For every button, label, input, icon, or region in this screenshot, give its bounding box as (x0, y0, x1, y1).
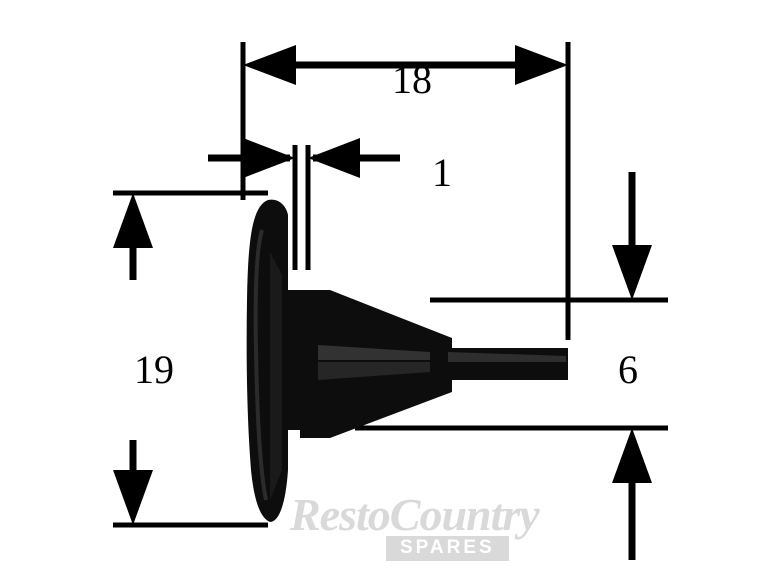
dimension-arrow-6 (612, 172, 652, 560)
watermark-text-country: Country (389, 489, 540, 540)
dimension-label-1: 1 (432, 150, 452, 195)
dimension-arrow-18 (243, 45, 568, 85)
watermark-text-resto: Resto (290, 489, 391, 540)
dimension-arrow-19 (113, 193, 153, 525)
dimension-label-6: 6 (618, 347, 638, 392)
watermark-sub-box: SPARES (386, 536, 509, 561)
part-silhouette (246, 199, 568, 522)
dimension-arrow-1 (208, 138, 400, 178)
watermark-sub-text: SPARES (400, 537, 495, 558)
extension-lines (113, 42, 668, 528)
watermark: RestoCountry SPARES (290, 490, 610, 570)
dimension-label-19: 19 (134, 347, 174, 392)
watermark-main-text: RestoCountry (290, 489, 540, 540)
dimension-label-18: 18 (392, 57, 432, 102)
